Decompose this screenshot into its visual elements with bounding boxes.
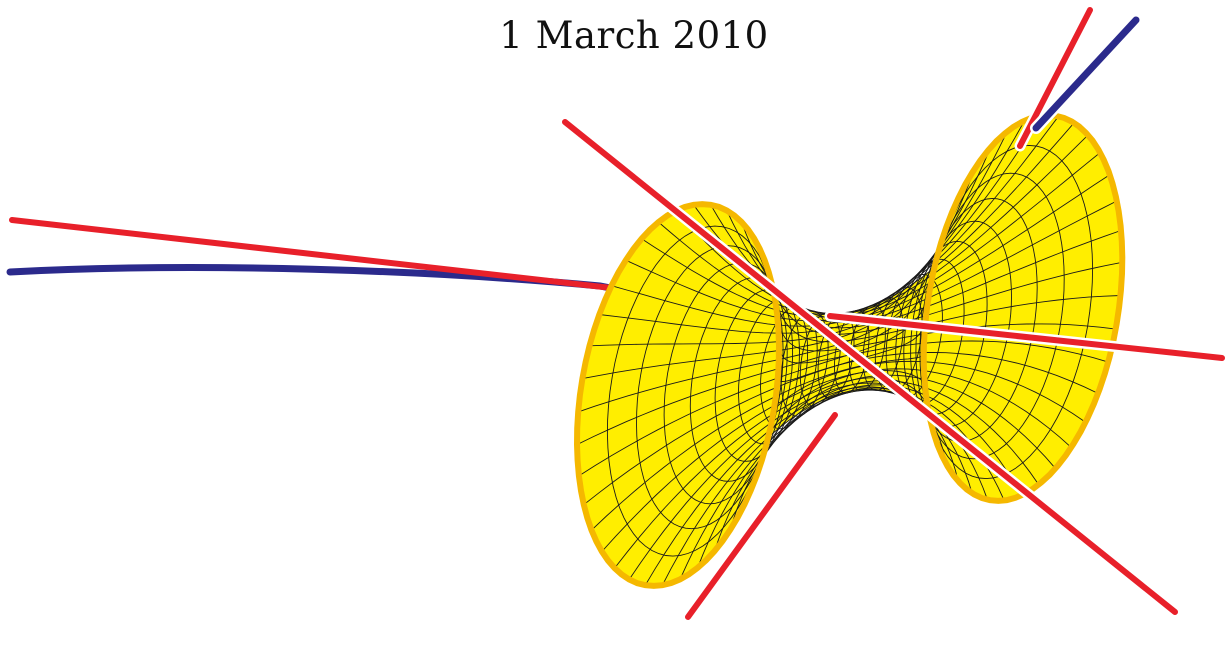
blue-line-top <box>1032 16 1140 132</box>
left-cap-rim <box>573 201 783 589</box>
mesh-ruling <box>591 353 925 531</box>
mesh-ruling <box>771 285 1121 343</box>
mesh-ring <box>606 225 781 557</box>
red-line-lower <box>685 412 838 620</box>
mesh-ruling <box>601 370 926 552</box>
mesh-ring <box>910 220 1012 428</box>
mesh-ruling <box>756 374 1056 476</box>
mesh-ruling <box>764 259 1123 335</box>
mesh-ring <box>915 197 1038 442</box>
date-caption: 1 March 2010 <box>499 14 769 57</box>
red-line-diagonal <box>562 119 1178 615</box>
right-cap-fill <box>923 115 1123 501</box>
mesh-ruling <box>675 122 1075 314</box>
mesh-ruling <box>776 314 1116 352</box>
mesh-ring <box>919 172 1065 460</box>
right-cap-rim <box>920 112 1126 504</box>
red-line-top <box>1017 7 1093 149</box>
mesh-ruling <box>778 340 1109 364</box>
front-lines-layer <box>559 4 1228 623</box>
mesh-ring <box>885 273 943 398</box>
red-line-horizontal <box>827 313 1225 361</box>
mesh-ruling <box>614 377 930 569</box>
